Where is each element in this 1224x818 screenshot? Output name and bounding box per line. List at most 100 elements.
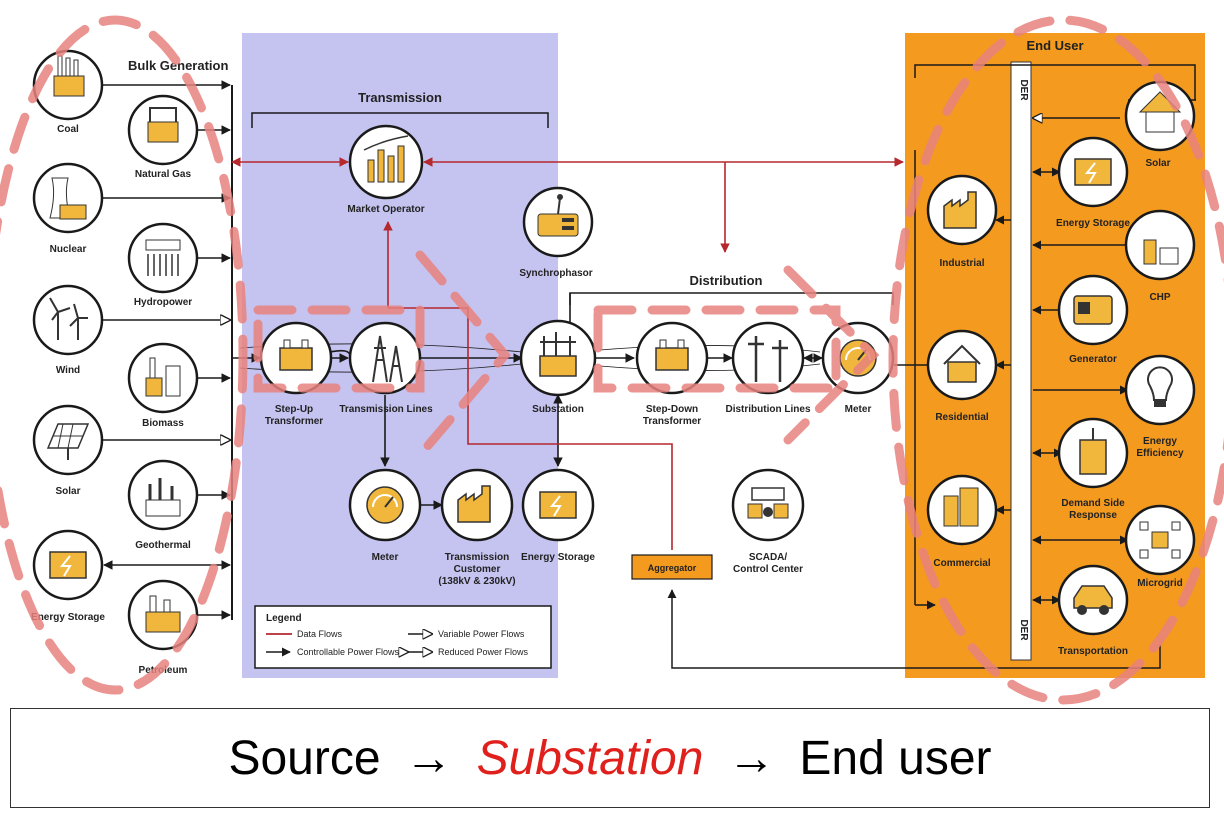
distribution-lines-label: Distribution Lines [726,404,811,415]
trans-customer-label-3: (138kV & 230kV) [438,576,515,587]
highlight-overlays [0,15,1224,705]
industrial-label: Industrial [939,258,984,269]
demand-response-label-2: Response [1069,510,1117,521]
substation-label: Substation [532,404,584,415]
transmission-meter-label: Meter [372,552,399,563]
transmission-bracket [251,112,549,128]
coal-label: Coal [57,124,79,135]
residential-node: Residential [926,329,998,423]
legend: Legend Data Flows Controllable Power Flo… [254,605,552,669]
transmission-meter-node: Meter [348,468,422,563]
step-down-label-1: Step-Down [646,404,698,415]
caption-arrow-2: → [727,731,776,785]
wind-node: Wind [32,284,104,376]
generator-label: Generator [1069,354,1117,365]
solar-label: Solar [55,486,80,497]
end-user-highlight [888,15,1224,705]
transmission-heading: Transmission [358,90,442,105]
commercial-label: Commercial [933,558,990,569]
scada-label-1: SCADA/ [749,552,788,563]
caption-substation: Substation [476,731,704,785]
synchrophasor-node: Synchrophasor [519,186,594,279]
aggregator-label: Aggregator [648,563,697,573]
geothermal-node: Geothermal [127,459,199,551]
der-bar [1010,61,1032,661]
step-down-label-2: Transformer [643,416,701,427]
aggregator-box [631,554,713,580]
legend-reduced: Reduced Power Flows [438,647,529,657]
scada-node: SCADA/ Control Center [731,468,805,575]
natural-gas-node: Natural Gas [127,94,199,180]
eu-solar-label: Solar [1145,158,1170,169]
gen-energy-storage-node: Energy Storage [31,529,105,623]
distribution-bracket [569,292,894,305]
nuclear-node: Nuclear [32,162,104,255]
trans-customer-label-1: Transmission [445,552,509,563]
demand-response-node: Demand Side Response [1057,417,1129,521]
energy-efficiency-label-1: Energy [1143,436,1177,447]
aggregator-feedback-line [667,589,1161,669]
geothermal-label: Geothermal [135,540,191,551]
step-up-label-2: Transformer [265,416,323,427]
caption-bar: Source → Substation → End user [10,708,1210,808]
grid-energy-storage-label: Energy Storage [521,552,595,563]
hydropower-label: Hydropower [134,297,192,308]
distribution-highlight [593,305,841,393]
eu-solar-node: Solar [1124,80,1196,169]
eu-energy-storage-label: Energy Storage [1056,218,1130,229]
caption-source: Source [228,731,381,785]
grid-energy-storage-node: Energy Storage [521,468,595,563]
petroleum-node: Petroleum [127,579,199,676]
arrow-highlight-1 [415,250,511,460]
commercial-node: Commercial [926,474,998,569]
biomass-node: Biomass [127,342,199,429]
generator-node: Generator [1057,274,1129,365]
arrow-highlight-2 [783,265,880,445]
eu-energy-storage-node: Energy Storage [1056,136,1130,229]
substation-node: Substation [519,319,597,415]
transportation-node: Transportation [1057,564,1129,657]
step-down-transformer-node: Step-Down Transformer [635,321,709,427]
solar-node: Solar [32,404,104,497]
coal-node: Coal [32,49,104,135]
gen-energy-storage-label: Energy Storage [31,612,105,623]
data-flow-lines [231,157,904,550]
bulk-generation-heading: Bulk Generation [128,58,228,73]
generation-feeds [100,80,230,620]
step-up-label-1: Step-Up [275,404,313,415]
substation-highlight [253,305,425,393]
microgrid-label: Microgrid [1137,578,1183,589]
trans-customer-label-2: Customer [454,564,501,575]
legend-data-flows: Data Flows [297,629,343,639]
energy-efficiency-node: Energy Efficiency [1124,354,1196,459]
residential-label: Residential [935,412,989,423]
chp-label: CHP [1149,292,1170,303]
natural-gas-label: Natural Gas [135,169,192,180]
microgrid-node: Microgrid [1124,504,1196,589]
legend-variable: Variable Power Flows [438,629,525,639]
distribution-lines-node: Distribution Lines [726,321,811,415]
biomass-label: Biomass [142,418,184,429]
end-user-bracket [914,64,1196,78]
generation-highlight [0,15,248,695]
demand-response-label-1: Demand Side [1061,498,1125,509]
distribution-meter-label: Meter [845,404,872,415]
distribution-heading: Distribution [690,273,763,288]
nuclear-label: Nuclear [50,244,87,255]
der-bottom-label: DER [1018,619,1029,641]
transportation-label: Transportation [1058,646,1128,657]
chp-node: CHP [1124,209,1196,303]
caption-arrow-1: → [404,731,453,785]
hydropower-node: Hydropower [127,222,199,308]
industrial-node: Industrial [926,174,998,269]
end-user-heading: End User [1026,38,1083,53]
legend-controllable: Controllable Power Flows [297,647,400,657]
transmission-lines-label: Transmission Lines [339,404,433,415]
market-operator-label: Market Operator [347,204,424,215]
wind-label: Wind [56,365,80,376]
scada-label-2: Control Center [733,564,803,575]
transmission-lines-node: Transmission Lines [339,321,433,415]
caption-end-user: End user [799,731,992,785]
market-operator-node: Market Operator [347,124,425,215]
energy-efficiency-label-2: Efficiency [1136,448,1184,459]
